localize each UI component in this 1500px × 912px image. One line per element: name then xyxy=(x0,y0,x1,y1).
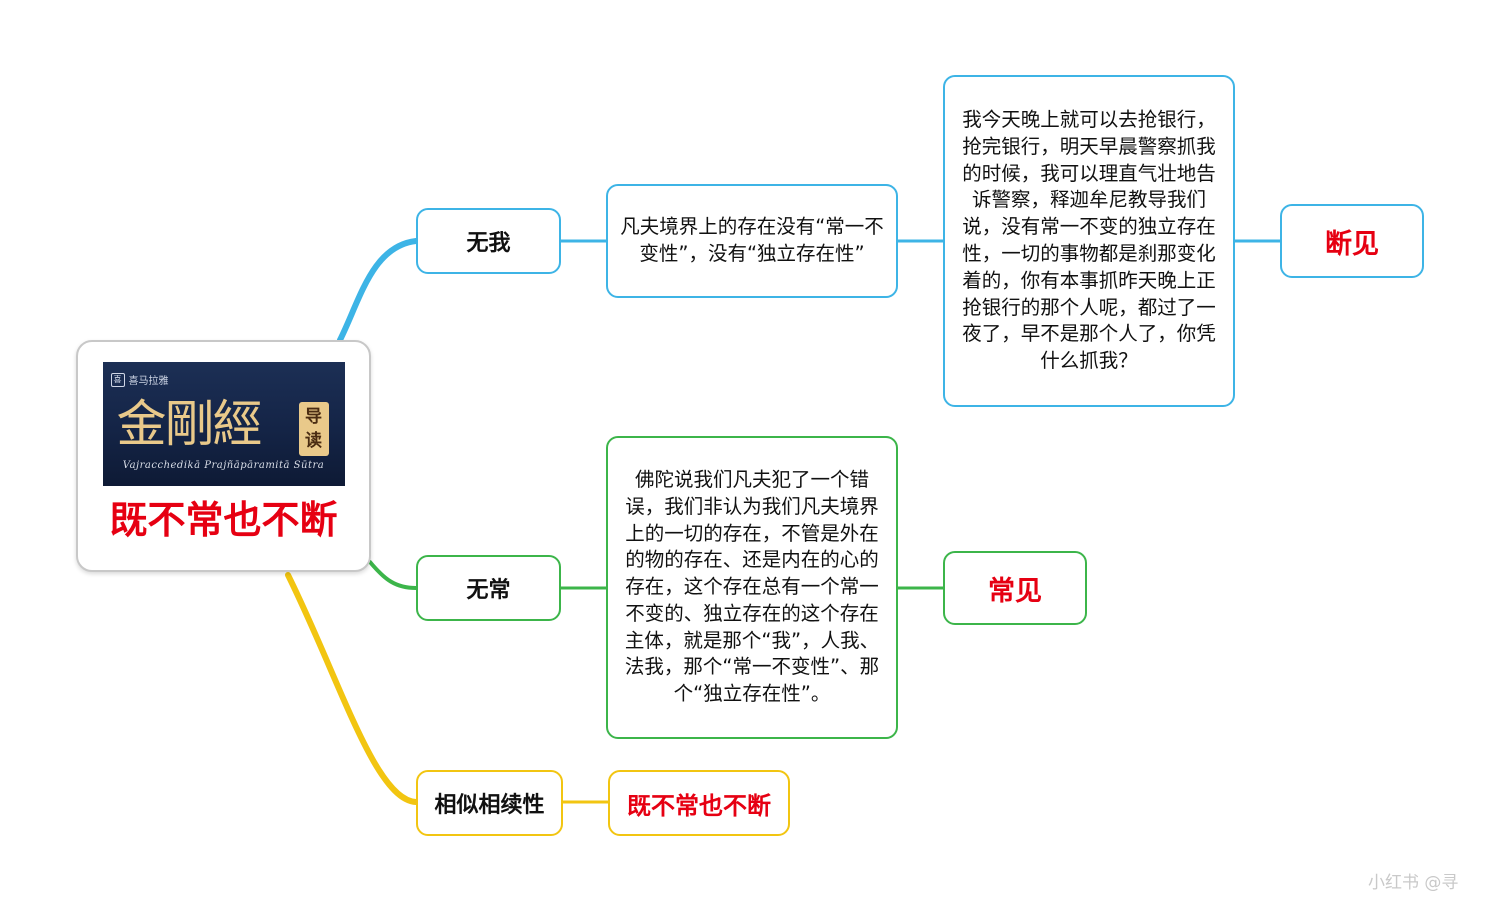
node-wuwo-example: 我今天晚上就可以去抢银行，抢完银行，明天早晨警察抓我的时候，我可以理直气壮地告诉… xyxy=(943,75,1235,407)
connector-root-xiangsi xyxy=(285,572,419,805)
node-wuchang-conclusion: 常见 xyxy=(943,551,1087,625)
node-xiangsi: 相似相续性 xyxy=(416,770,563,836)
node-wuwo-conclusion: 断见 xyxy=(1280,204,1424,278)
connector-root-wuchang xyxy=(368,560,418,590)
cover-brand-label: 喜马拉雅 xyxy=(128,376,169,387)
node-wuwo: 无我 xyxy=(416,208,561,274)
root-title: 既不常也不断 xyxy=(109,498,338,542)
brand-logo-icon: 喜 xyxy=(110,372,125,387)
cover-brand: 喜 喜马拉雅 xyxy=(110,372,169,387)
node-wuchang-explanation: 佛陀说我们凡夫犯了一个错误，我们非认为我们凡夫境界上的一切的存在，不管是外在的物… xyxy=(606,436,898,739)
node-wuwo-explanation: 凡夫境界上的存在没有“常一不变性”，没有“独立存在性” xyxy=(606,184,898,298)
cover-title: 金剛經 xyxy=(116,395,263,453)
watermark: 小红书 @寻 xyxy=(1368,873,1459,893)
node-wuchang: 无常 xyxy=(416,555,561,621)
connector-root-wuwo xyxy=(337,238,419,343)
node-xiangsi-conclusion: 既不常也不断 xyxy=(608,770,790,836)
cover-seal: 导读 xyxy=(298,402,329,456)
cover-subtitle: Vajracchedikā Prajñāpāramitā Sūtra xyxy=(122,460,325,471)
book-cover-image: 喜 喜马拉雅 金剛經 导读 Vajracchedikā Prajñāpārami… xyxy=(102,362,345,486)
root-node: 喜 喜马拉雅 金剛經 导读 Vajracchedikā Prajñāpārami… xyxy=(76,340,371,572)
